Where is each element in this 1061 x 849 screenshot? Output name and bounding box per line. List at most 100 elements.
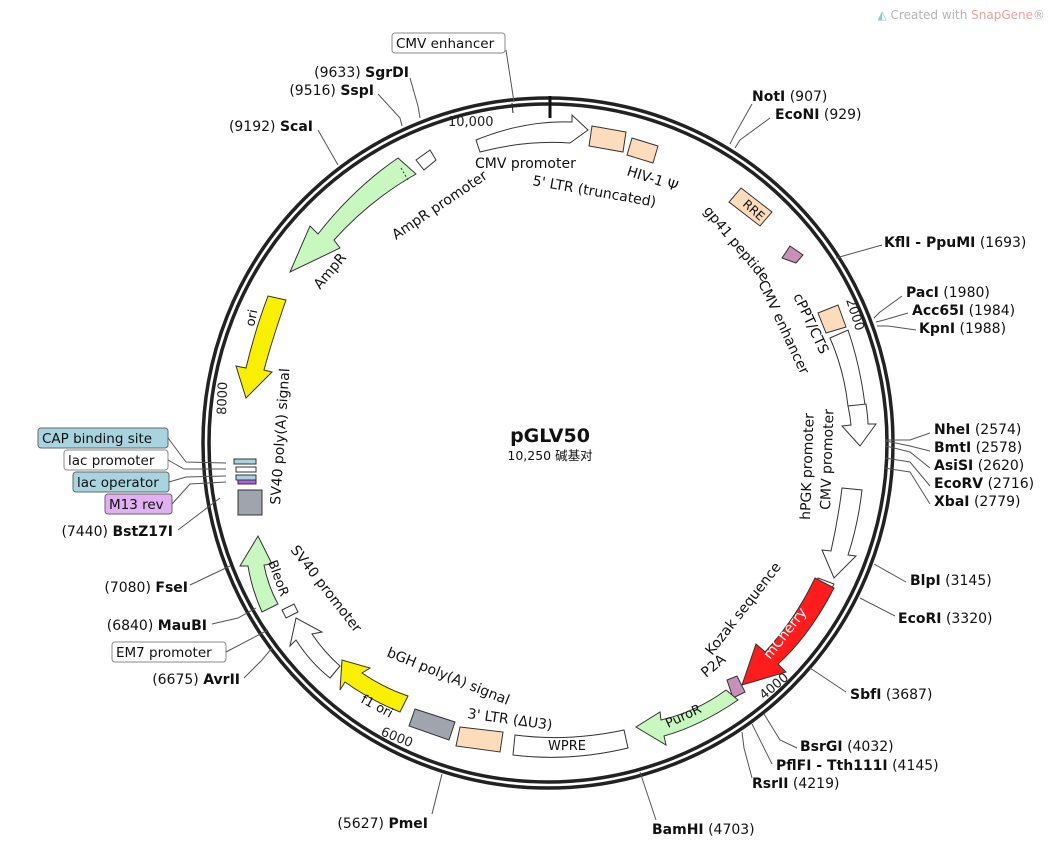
paci-label: PacI (1980) — [906, 285, 990, 301]
blpi-name: BlpI — [910, 573, 941, 589]
ampr-promoter-arrow — [415, 149, 437, 171]
ecori-label: EcoRI (3320) — [898, 611, 993, 627]
p2a-box — [726, 675, 746, 699]
bsrgi-label: BsrGI (4032) — [800, 739, 894, 755]
ecorv-name: EcoRV — [934, 476, 983, 492]
avrii-name: AvrII — [203, 672, 240, 688]
bmti-leader — [885, 440, 931, 452]
em7-leader — [225, 629, 269, 653]
sbfi-pos: (3687) — [886, 687, 933, 703]
maubi-label: (6840) MauBI — [107, 618, 207, 634]
pflfi-pos: (4145) — [892, 758, 939, 774]
bstz17i-name: BstZ17I — [112, 524, 173, 540]
ampr-arrow — [289, 157, 417, 274]
kpni-label: KpnI (1988) — [919, 321, 1006, 337]
econi-name: EcoNI — [775, 107, 819, 123]
sgrdi-name: SgrDI — [365, 65, 409, 81]
em7-label: EM7 promoter — [116, 645, 212, 661]
pmei-name: PmeI — [388, 816, 428, 832]
cmv-enhancer-top-leader — [505, 49, 515, 103]
bstz17i-leader — [177, 497, 221, 531]
nhei-name: NheI — [934, 422, 970, 438]
sgrdi-pos: (9633) — [314, 65, 361, 81]
wpre-box — [512, 729, 629, 758]
kfli-label: KflI - PpuMI (1693) — [884, 235, 1026, 251]
sv40-promoter-arrow — [289, 617, 341, 679]
fsei-leader — [189, 565, 231, 586]
asisi-leader — [885, 445, 931, 469]
sv40-polya-box — [237, 489, 263, 516]
hpgk-label: hPGK promoter — [798, 413, 818, 520]
rre-box — [728, 187, 773, 227]
lac-operator-label: lac operator — [77, 475, 159, 491]
sspi-label: (9516) SspI — [289, 83, 374, 99]
blpi-pos: (3145) — [945, 573, 992, 589]
sbfi-name: SbfI — [850, 687, 881, 703]
f1-ori-arrow — [339, 659, 409, 713]
paci-name: PacI — [906, 285, 939, 301]
avrii-pos: (6675) — [152, 672, 199, 688]
lac-operator-mark — [235, 474, 257, 481]
plasmid-size: 10,250 碱基对 — [507, 448, 592, 463]
xbai-pos: (2779) — [974, 494, 1021, 510]
scai-leader — [317, 129, 339, 166]
scai-pos: (9192) — [229, 119, 276, 135]
watermark: ◭ Created with SnapGene® — [877, 8, 1045, 22]
tick-10000: 10,000 — [448, 115, 494, 130]
fsei-label: (7080) FseI — [104, 580, 188, 596]
xbai-name: XbaI — [934, 494, 969, 510]
cmv-enhancer-top-label: CMV enhancer — [396, 36, 495, 52]
rsrii-leader — [741, 731, 753, 779]
bmti-label: BmtI (2578) — [934, 440, 1022, 456]
ecori-leader — [859, 597, 896, 617]
rsrii-pos: (4219) — [793, 776, 840, 792]
pflfi-leader — [751, 723, 773, 765]
paci-leader — [873, 295, 903, 319]
watermark-suffix: ® — [1033, 8, 1045, 22]
nhei-label: NheI (2574) — [934, 422, 1021, 438]
fsei-pos: (7080) — [104, 580, 151, 596]
p2a-label: P2A — [698, 651, 729, 681]
bamhi-leader — [639, 771, 657, 821]
econi-pos: (929) — [824, 107, 862, 123]
ecorv-pos: (2716) — [988, 476, 1035, 492]
backbone — [201, 96, 895, 790]
acc65i-leader — [875, 312, 909, 323]
bstz17i-pos: (7440) — [61, 524, 108, 540]
hpgk-promoter-arrow — [821, 487, 863, 579]
tick-8000: 8000 — [215, 382, 231, 416]
tick-10000-mark — [511, 102, 514, 114]
kpni-name: KpnI — [919, 321, 955, 337]
pflfi-label: PflFI - Tth111I (4145) — [776, 758, 939, 774]
xbai-leader — [883, 467, 931, 505]
ecori-name: EcoRI — [898, 611, 941, 627]
nhei-leader — [886, 432, 931, 441]
econi-leader — [734, 117, 771, 149]
bamhi-name: BamHI — [652, 822, 704, 838]
cap-site-mark — [233, 458, 257, 465]
lac-promoter-leader — [167, 459, 226, 470]
kpni-leader — [877, 325, 917, 331]
paci-pos: (1980) — [943, 285, 990, 301]
sgrdi-leader — [409, 77, 421, 119]
mcherry-arrow — [741, 577, 835, 686]
cppt-box — [817, 304, 847, 334]
maubi-leader — [211, 607, 257, 625]
acc65i-name: Acc65I — [912, 303, 964, 319]
sspi-name: SspI — [340, 83, 374, 99]
backbone-outer-strand — [201, 96, 895, 790]
kfli-pos: (1693) — [980, 235, 1027, 251]
wpre-label: WPRE — [548, 739, 586, 754]
m13-mark — [237, 479, 257, 485]
lac-operator-leader — [168, 475, 227, 483]
ori-arrow — [235, 295, 287, 399]
noti-label: NotI (907) — [752, 89, 827, 105]
cmv-enhancer-right-arrow — [829, 329, 866, 407]
lac-promoter-label: lac promoter — [68, 453, 155, 469]
snapgene-logo-icon: ◭ — [877, 8, 887, 22]
bmti-pos: (2578) — [976, 440, 1023, 456]
bleor-arrow — [239, 534, 279, 613]
cmv-promoter-top-arrow — [475, 113, 589, 153]
bgh-polya-box — [408, 708, 456, 741]
